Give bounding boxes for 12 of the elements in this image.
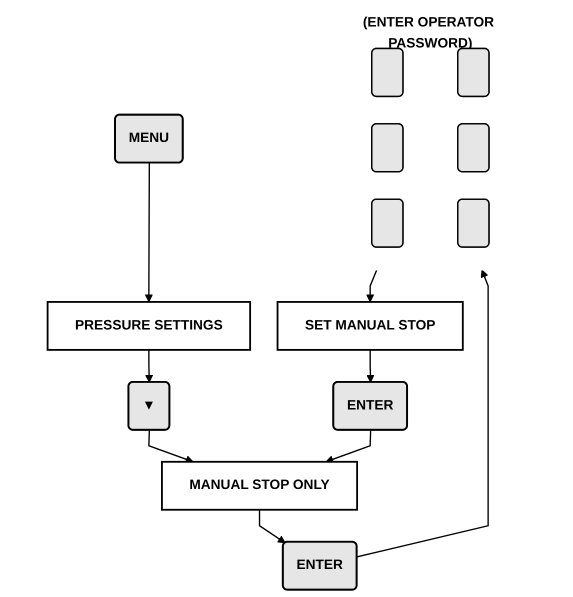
- arrow: [366, 270, 378, 302]
- arrow: [326, 430, 372, 464]
- arrow: [366, 350, 374, 383]
- arrow: [258, 510, 286, 544]
- arrow: [148, 430, 194, 464]
- node-text: (ENTER OPERATOR PASSWORD): [362, 14, 494, 51]
- arrow: [145, 350, 154, 383]
- node-box: PRESSURE SETTINGS: [46, 301, 252, 351]
- node-box: SET MANUAL STOP: [276, 301, 464, 351]
- arrow: [356, 270, 489, 558]
- arrow: [144, 163, 153, 302]
- node-box: MANUAL STOP ONLY: [161, 460, 358, 511]
